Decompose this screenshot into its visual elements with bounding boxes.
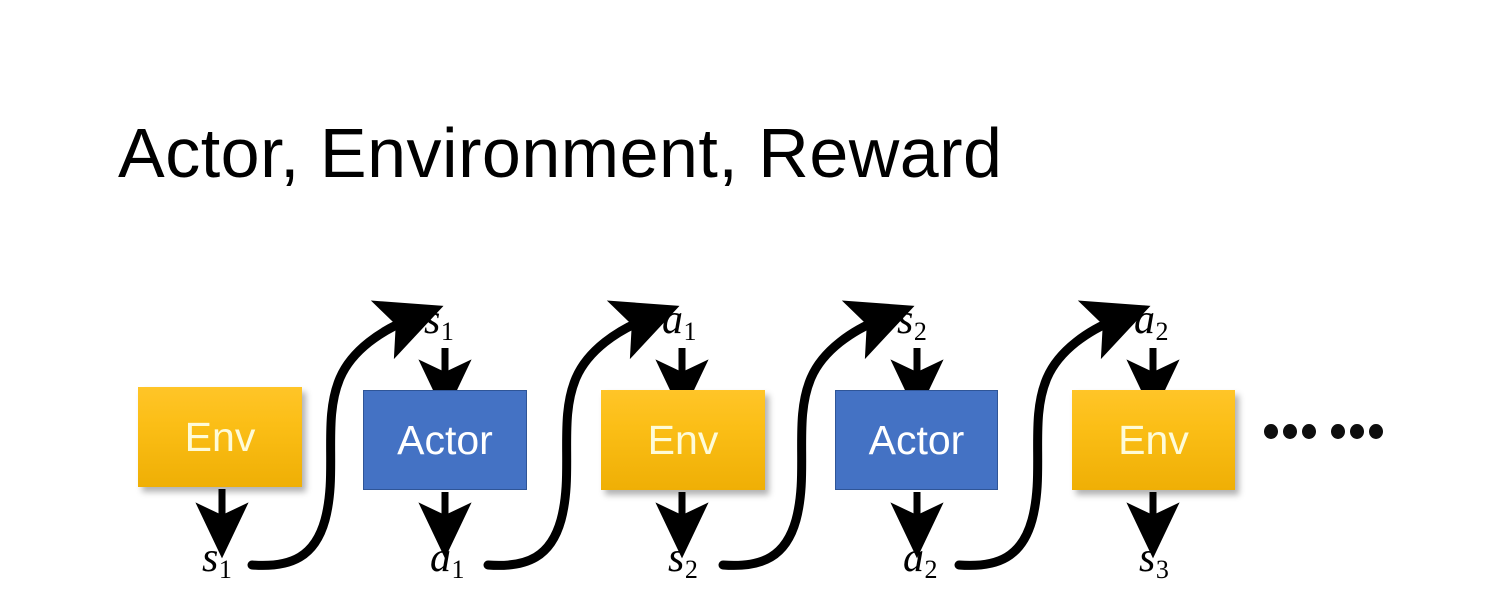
label-top-action-a1: a1 <box>662 299 697 345</box>
down-arrows-into-nodes <box>418 348 1180 416</box>
down-arrows-out-of-nodes <box>195 489 1180 559</box>
label-top-action-a2: a2 <box>1134 299 1169 345</box>
label-top-state-s2: s2 <box>897 299 927 345</box>
label-subscript: 2 <box>1155 317 1169 347</box>
label-subscript: 1 <box>683 317 697 347</box>
ellipsis-dot <box>1331 424 1345 439</box>
node-env-3[interactable]: Env <box>1072 390 1235 490</box>
ellipsis-gap <box>1321 431 1326 432</box>
label-subscript: 2 <box>684 555 698 585</box>
node-env-1[interactable]: Env <box>138 387 302 487</box>
node-env-2[interactable]: Env <box>601 390 765 490</box>
label-base: a <box>903 535 924 581</box>
ellipsis-dot <box>1302 424 1316 439</box>
ellipsis-dot <box>1350 424 1364 439</box>
label-bottom-state-s2: s2 <box>668 537 698 583</box>
label-bottom-action-a2: a2 <box>903 537 938 583</box>
node-actor-1[interactable]: Actor <box>363 390 527 490</box>
label-base: a <box>662 297 683 343</box>
continuation-ellipsis-icon <box>1264 424 1383 439</box>
label-base: s <box>1139 535 1156 581</box>
label-subscript: 2 <box>913 317 927 347</box>
label-subscript: 1 <box>218 555 232 585</box>
page-title: Actor, Environment, Reward <box>118 114 1003 192</box>
node-label: Env <box>184 413 256 460</box>
label-base: s <box>202 535 219 581</box>
ellipsis-dot <box>1264 424 1278 439</box>
node-label: Env <box>1118 416 1189 463</box>
label-base: a <box>430 535 451 581</box>
node-label: Env <box>647 416 719 463</box>
node-actor-2[interactable]: Actor <box>835 390 998 490</box>
node-label: Actor <box>868 416 965 463</box>
ellipsis-dot <box>1283 424 1297 439</box>
label-bottom-action-a1: a1 <box>430 537 465 583</box>
node-label: Actor <box>397 416 493 463</box>
label-base: s <box>424 297 441 343</box>
label-subscript: 2 <box>924 555 938 585</box>
label-bottom-state-s3: s3 <box>1139 537 1169 583</box>
label-base: s <box>668 535 685 581</box>
label-bottom-state-s1: s1 <box>202 537 232 583</box>
label-subscript: 3 <box>1155 555 1169 585</box>
label-subscript: 1 <box>440 317 454 347</box>
label-base: s <box>897 297 914 343</box>
label-base: a <box>1134 297 1155 343</box>
ellipsis-dot <box>1369 424 1383 439</box>
label-subscript: 1 <box>451 555 465 585</box>
label-top-state-s1: s1 <box>424 299 454 345</box>
